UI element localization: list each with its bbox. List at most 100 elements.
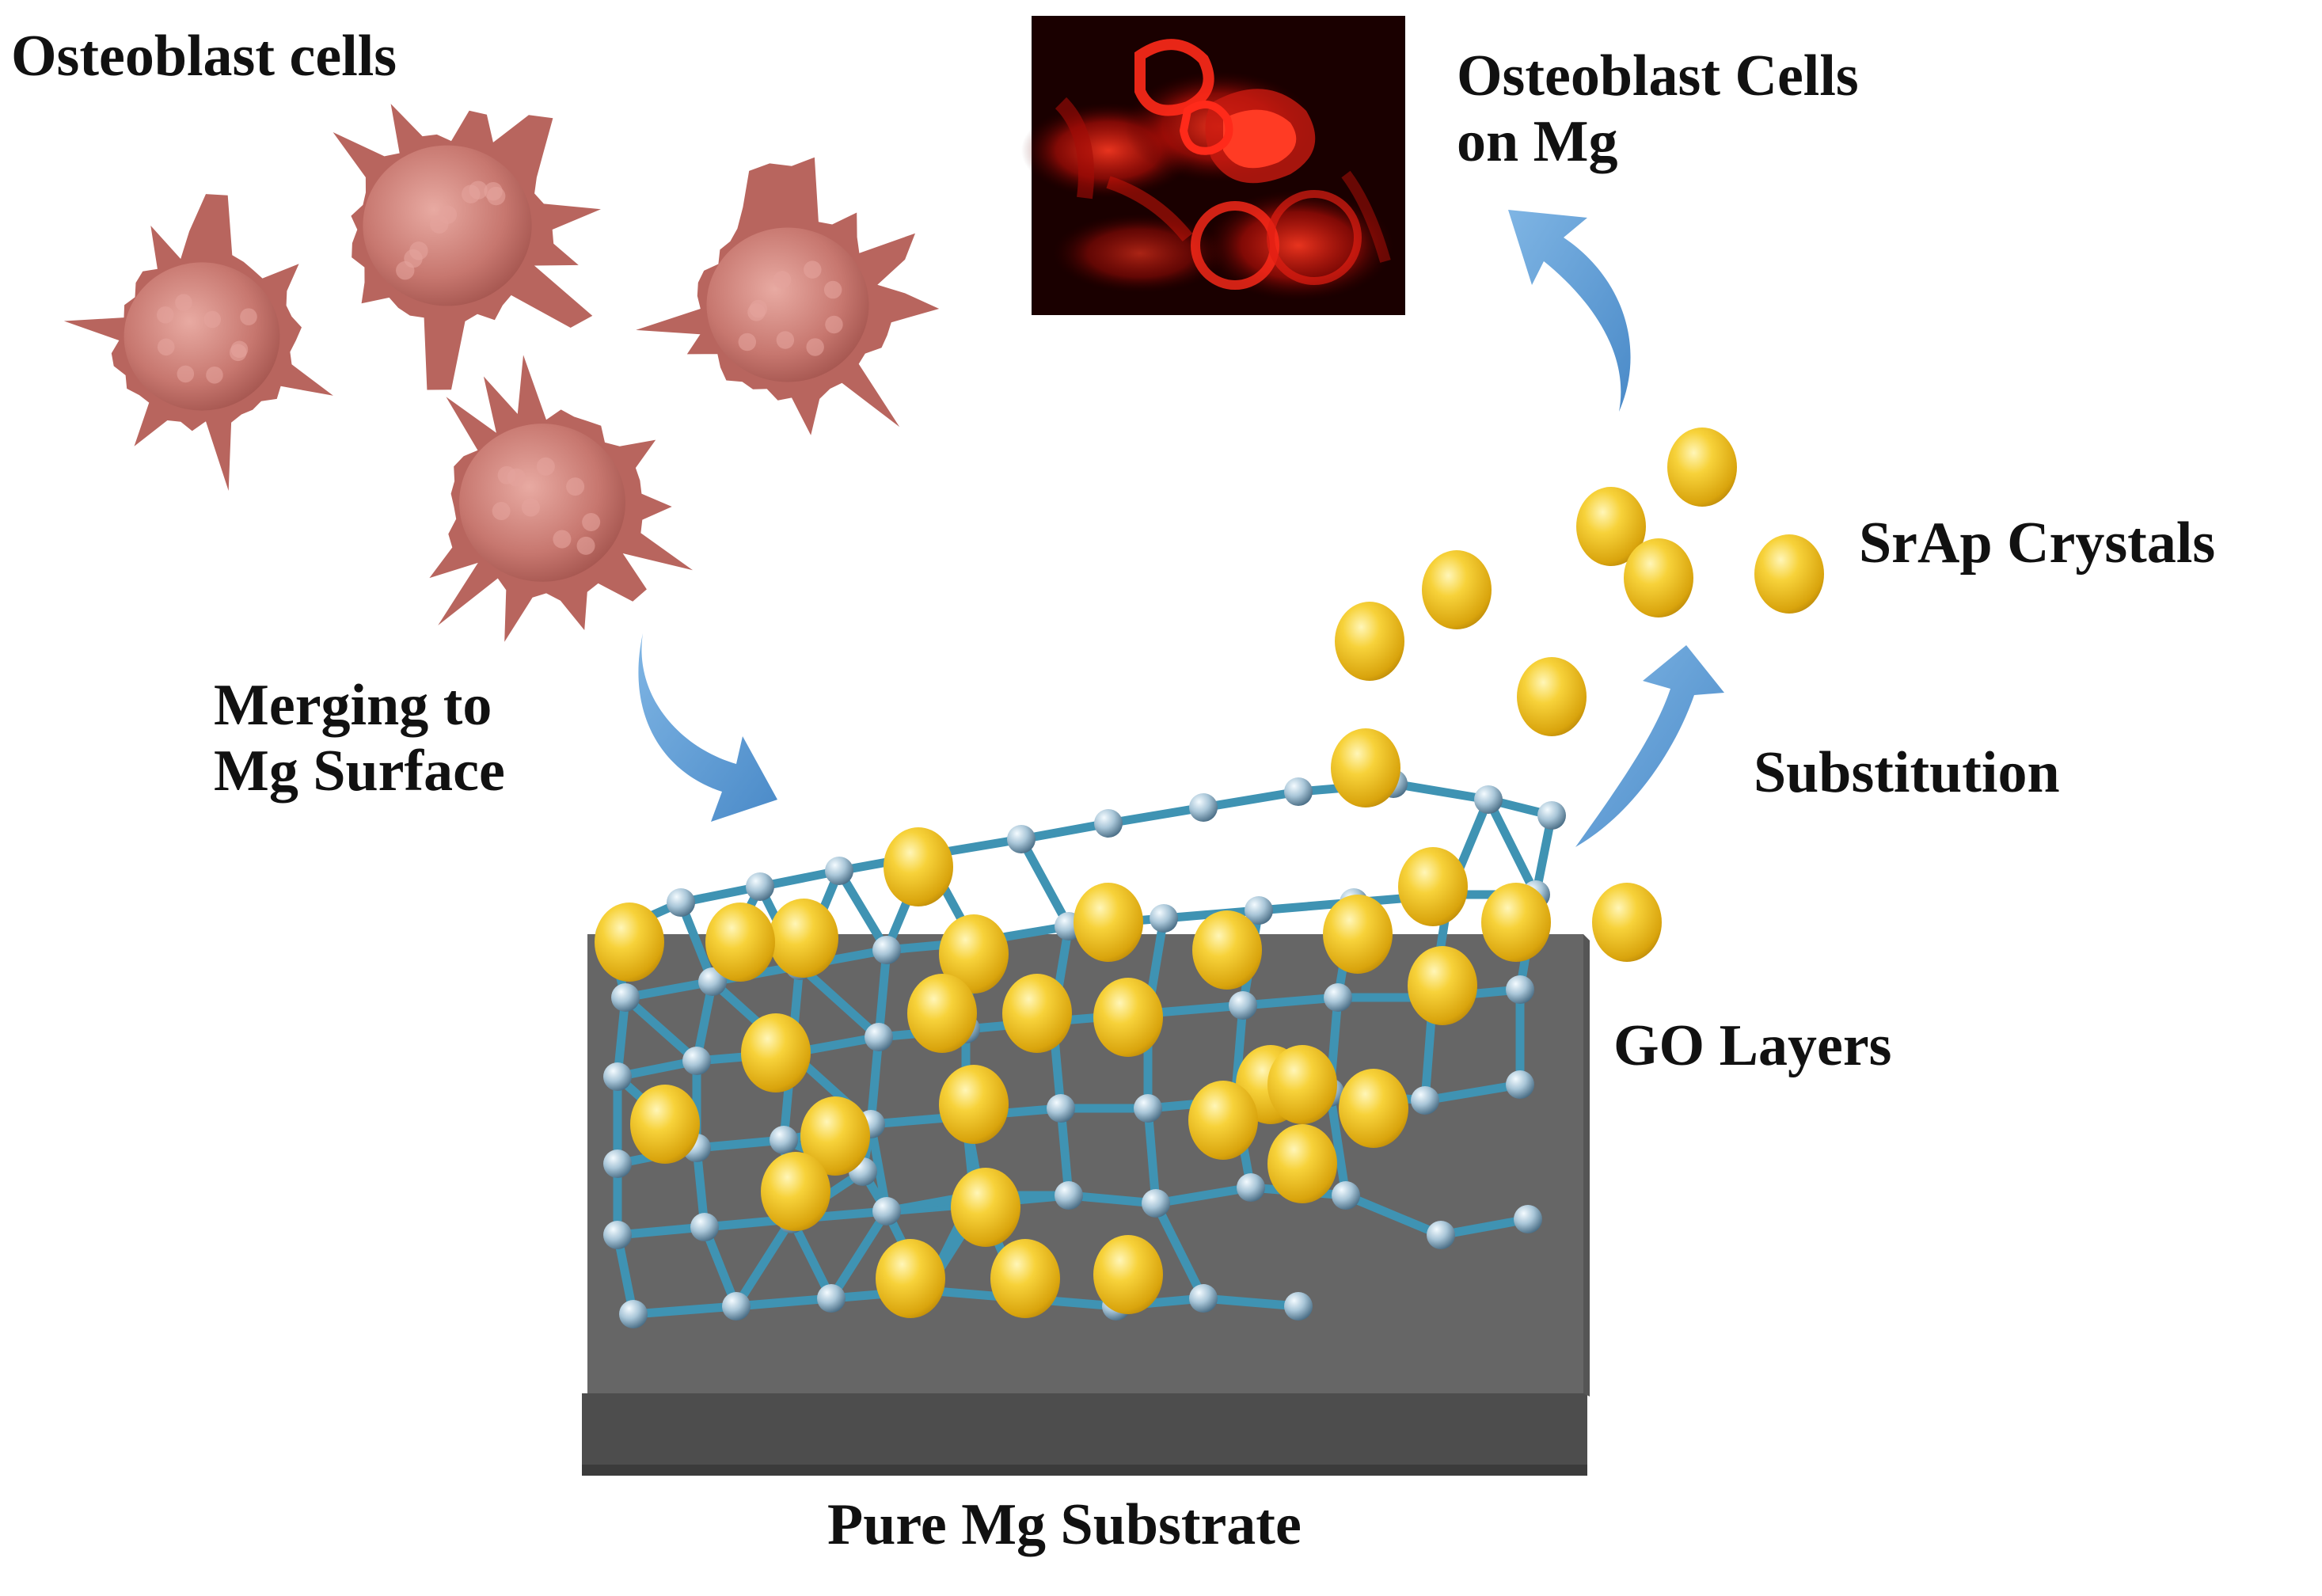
srap-crystal-icon — [705, 902, 775, 982]
cells-on-mg-line1: Osteoblast Cells — [1457, 44, 1859, 108]
go-atom — [1324, 983, 1352, 1012]
srap-crystal-icon — [1422, 550, 1492, 629]
go-layers-label: GO Layers — [1613, 1013, 1891, 1079]
go-atom — [1474, 785, 1503, 814]
go-bond — [827, 1206, 891, 1303]
go-bond — [1151, 1199, 1208, 1303]
go-atom — [722, 1292, 751, 1320]
substitution-label: Substitution — [1754, 740, 2060, 806]
go-bond — [1238, 993, 1343, 1010]
srap-crystal-icon — [1074, 883, 1143, 962]
go-bond — [1325, 1088, 1351, 1200]
go-atom — [1055, 1181, 1083, 1210]
go-bond — [1017, 834, 1074, 931]
go-bond — [787, 1214, 836, 1303]
srap-crystal-icon — [1592, 883, 1662, 962]
go-bond — [866, 1119, 891, 1216]
srap-crystal-icon — [1398, 847, 1468, 926]
go-atom — [746, 872, 774, 901]
osteoblast-cells-group — [63, 104, 940, 642]
substitution-text: Substitution — [1754, 740, 2060, 805]
go-atom — [825, 857, 853, 885]
go-bond — [1064, 1191, 1161, 1208]
go-bond — [621, 977, 717, 1002]
substitution-arrow-icon — [1575, 645, 1724, 847]
go-atom — [1134, 1094, 1162, 1123]
go-atom — [1047, 1094, 1075, 1123]
osteoblast-cells-text: Osteoblast cells — [11, 24, 397, 89]
merging-arrow-icon — [638, 633, 777, 822]
go-bond — [866, 1032, 884, 1129]
release-arrow-icon — [1508, 210, 1631, 412]
go-bond — [1199, 787, 1303, 812]
srap-crystal-icon — [1339, 1069, 1408, 1148]
go-bond — [1484, 795, 1541, 899]
go-bond — [1143, 1001, 1248, 1018]
go-bond — [732, 1214, 796, 1311]
merging-line2: Mg Surface — [214, 738, 505, 804]
srap-crystal-icon — [1481, 883, 1551, 962]
go-atom — [1506, 1070, 1534, 1099]
srap-crystals — [595, 428, 1824, 1318]
go-atom — [1537, 801, 1566, 830]
osteoblast-cell-icon — [63, 194, 333, 491]
go-bond — [1017, 819, 1113, 844]
srap-crystal-icon — [630, 1085, 700, 1164]
srap-crystal-icon — [1093, 978, 1163, 1057]
srap-crystal-icon — [741, 1013, 811, 1092]
go-bond — [621, 993, 701, 1066]
srap-crystal-icon — [907, 974, 977, 1053]
cells-on-mg-label: Osteoblast Cells on Mg — [1457, 44, 1859, 175]
go-atom — [770, 1126, 798, 1154]
go-atom — [603, 1062, 632, 1091]
srap-crystal-icon — [1408, 946, 1477, 1025]
go-atom — [1514, 1205, 1542, 1233]
go-bond — [1341, 1191, 1446, 1240]
go-atom — [1284, 1292, 1313, 1320]
srap-crystal-icon — [1188, 1081, 1258, 1160]
go-layers-text: GO Layers — [1613, 1013, 1892, 1078]
go-bond — [1143, 1104, 1161, 1208]
cells-on-mg-line2: on Mg — [1457, 108, 1618, 174]
srap-crystal-icon — [1267, 1124, 1337, 1203]
srap-crystal-icon — [595, 902, 664, 982]
go-bond — [1199, 1294, 1303, 1311]
osteoblast-cell-icon — [429, 355, 694, 642]
go-bond — [795, 961, 884, 1042]
srap-crystals-label: SrAp Crystals — [1859, 511, 2215, 576]
srap-crystal-icon — [1267, 1045, 1337, 1124]
osteoblast-cells-label: Osteoblast cells — [11, 24, 397, 89]
srap-crystal-icon — [951, 1168, 1020, 1247]
srap-crystal-icon — [1754, 534, 1824, 614]
srap-crystal-icon — [769, 899, 838, 978]
go-bond — [1104, 803, 1208, 828]
go-atom — [603, 1221, 632, 1249]
go-atom — [1094, 809, 1123, 838]
go-atom — [872, 1197, 901, 1226]
srap-crystal-icon — [1624, 538, 1693, 618]
srap-crystal-icon — [939, 1065, 1009, 1144]
go-atom — [690, 1213, 719, 1241]
substrate-text: Pure Mg Substrate — [827, 1492, 1302, 1557]
osteoblast-cell-icon — [333, 104, 601, 390]
go-atom — [682, 1047, 711, 1075]
go-bond — [1151, 1183, 1256, 1208]
go-atom — [603, 1150, 632, 1178]
go-atom — [1506, 975, 1534, 1004]
srap-crystal-icon — [761, 1152, 830, 1231]
srap-crystal-icon — [1335, 602, 1404, 681]
go-atom — [1284, 777, 1313, 806]
go-atom — [1189, 1284, 1218, 1313]
go-atom — [1237, 1173, 1265, 1202]
go-bond — [834, 866, 891, 955]
go-bond — [874, 945, 891, 1042]
go-bond — [1420, 1080, 1525, 1105]
srap-crystal-icon — [800, 1096, 870, 1176]
go-atom — [1150, 904, 1178, 933]
srap-crystal-icon — [1331, 728, 1400, 808]
osteoblast-cell-icon — [636, 157, 940, 435]
go-atom — [865, 1023, 893, 1051]
srap-crystal-icon — [939, 914, 1009, 994]
srap-crystal-icon — [1667, 428, 1737, 507]
